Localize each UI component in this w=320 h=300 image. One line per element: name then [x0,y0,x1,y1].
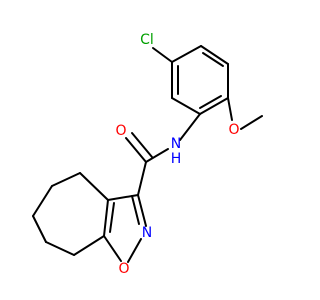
bond-c7a-c3a [103,199,109,237]
atom-cl: Cl [140,32,154,48]
bond-c3a-c4 [79,172,109,201]
bond-c3a-c3 [107,194,139,201]
bond-c-amide-c3 [137,161,147,196]
atom-n-ring: N [142,225,152,241]
structure-diagram: Cl O N H O N O [32,32,263,277]
atom-labels: Cl O N H O N O [115,32,239,277]
bond-c-o-amide-1 [125,137,147,163]
bond-cl-c1 [152,47,173,63]
bond-ring-a2-inner [202,52,224,67]
bond-ring-a5 [171,97,201,115]
bond-c8-c7a [73,235,105,256]
bond-c-ometh [227,97,233,121]
atom-o-ring: O [118,261,129,277]
bond-c7a-c3a-inner [109,202,115,233]
atom-n-amide: N [171,136,181,152]
bond-aryl-n [179,113,201,141]
bond-n-c-amide [145,148,169,163]
bond-o-c7a [103,235,122,262]
bond-c3-n-inner [131,195,140,225]
bond-c7-c8 [45,241,75,256]
bond-c3-n [137,194,147,227]
bond-ring-a1 [171,45,202,63]
bond-c5-c6 [32,185,53,217]
bond-ring-a4-inner [199,95,222,109]
bond-c-o-amide-2 [131,132,153,158]
bond-ring-a2 [200,45,229,65]
atom-o-methoxy: O [228,122,239,138]
bond-ometh-ch3 [240,115,263,130]
bond-ring-a4 [199,97,229,115]
bonds [32,45,263,263]
bond-c4-c5 [51,172,81,187]
atom-h-amide: H [171,151,182,167]
bond-c6-c7 [32,215,47,243]
atom-o-amide: O [115,123,126,139]
bond-n-o [127,238,142,263]
